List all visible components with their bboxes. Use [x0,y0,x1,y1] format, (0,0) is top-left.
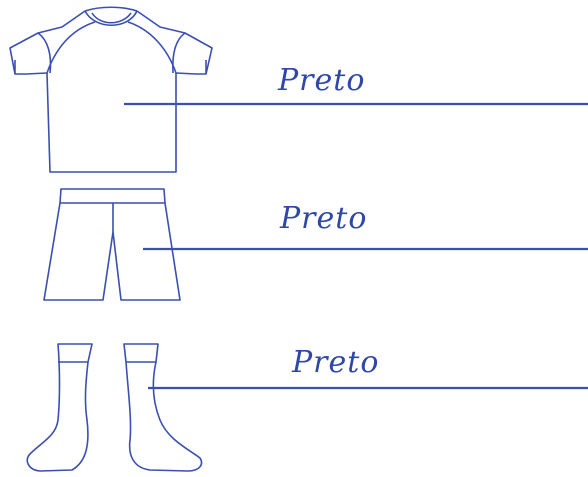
socks-color-label: Preto [291,345,379,380]
shorts-color-label: Preto [279,201,367,236]
shirt-color-label: Preto [277,63,365,98]
shirt-outline [9,6,213,173]
socks-outline [26,343,203,472]
shorts-outline [43,188,181,301]
